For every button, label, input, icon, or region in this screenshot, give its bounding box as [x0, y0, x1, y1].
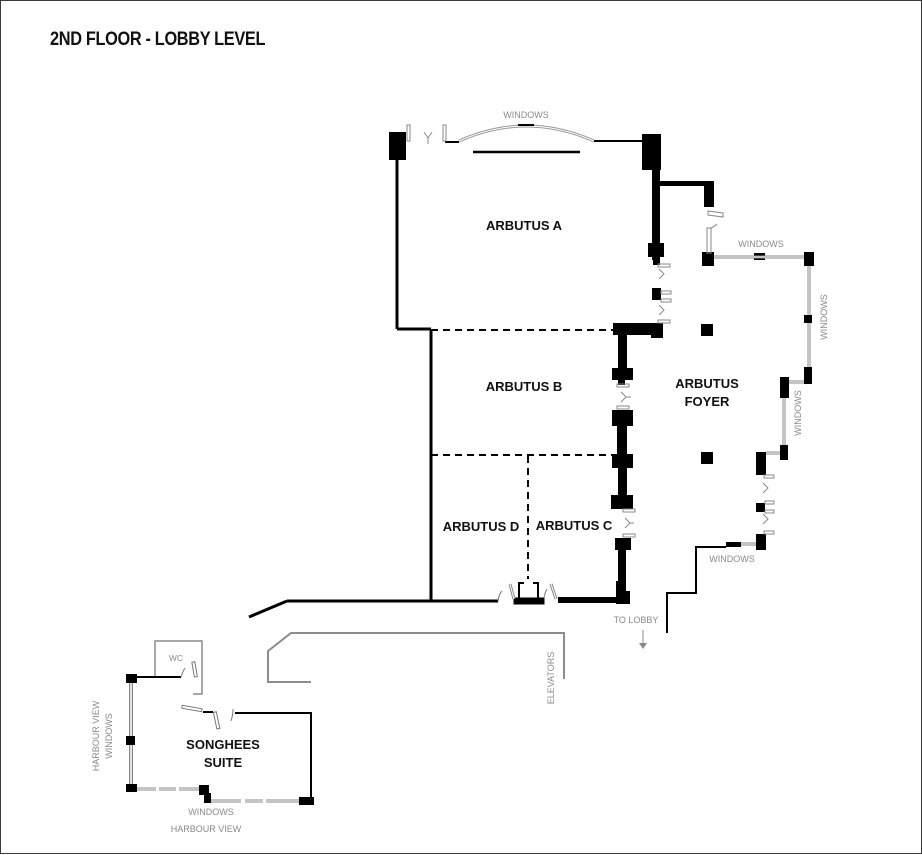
label-windows-foyer-bottom: WINDOWS	[709, 554, 755, 564]
label-harbour-view-line1: HARBOUR VIEW	[91, 700, 101, 771]
label-songhees-windows: WINDOWS	[188, 807, 234, 817]
foyer-columns	[701, 324, 713, 464]
foyer-doors-west	[616, 263, 672, 538]
label-to-lobby: TO LOBBY	[614, 615, 659, 625]
to-lobby-arrow-icon	[639, 630, 647, 649]
label-windows-foyer-right: WINDOWS	[819, 294, 829, 340]
airwall-partitions	[431, 329, 613, 579]
label-elevators: ELEVATORS	[546, 652, 556, 705]
songhees-wc-outline	[154, 640, 203, 695]
songhees-doors	[180, 661, 234, 730]
foyer-lobby-stair-wall	[666, 546, 726, 633]
room-label-arbutus-b: ARBUTUS B	[486, 379, 563, 394]
label-songhees-harbour-view: HARBOUR VIEW	[171, 824, 242, 834]
label-windows-foyer-mid: WINDOWS	[793, 390, 803, 436]
arbutus-a-door	[406, 124, 447, 144]
elevator-core-outline	[267, 632, 565, 683]
foyer-doors-east	[706, 210, 775, 535]
room-label-arbutus-d: ARBUTUS D	[443, 519, 520, 534]
foyer-window-walls	[702, 252, 814, 550]
room-label-foyer-line2: FOYER	[685, 394, 730, 409]
arbutus-cd-doors	[497, 582, 558, 605]
room-label-songhees-line1: SONGHEES	[186, 737, 260, 752]
room-label-foyer-line1: ARBUTUS	[675, 376, 739, 391]
arbutus-bc-east-walls	[558, 323, 663, 604]
label-windows-foyer-top: WINDOWS	[738, 239, 784, 249]
page-title: 2ND FLOOR - LOBBY LEVEL	[50, 29, 266, 50]
room-label-arbutus-a: ARBUTUS A	[486, 218, 563, 233]
arbutus-a-walls	[389, 132, 714, 300]
arbutus-bd-walls	[248, 329, 498, 619]
label-windows-top: WINDOWS	[503, 110, 549, 120]
arbutus-a-outlines	[395, 124, 642, 331]
room-label-songhees-line2: SUITE	[204, 755, 243, 770]
label-harbour-view-line2: WINDOWS	[104, 713, 114, 759]
songhees-walls	[131, 676, 312, 801]
room-label-arbutus-c: ARBUTUS C	[536, 518, 613, 533]
songhees-window-walls	[126, 674, 314, 805]
room-label-wc: WC	[169, 653, 183, 663]
